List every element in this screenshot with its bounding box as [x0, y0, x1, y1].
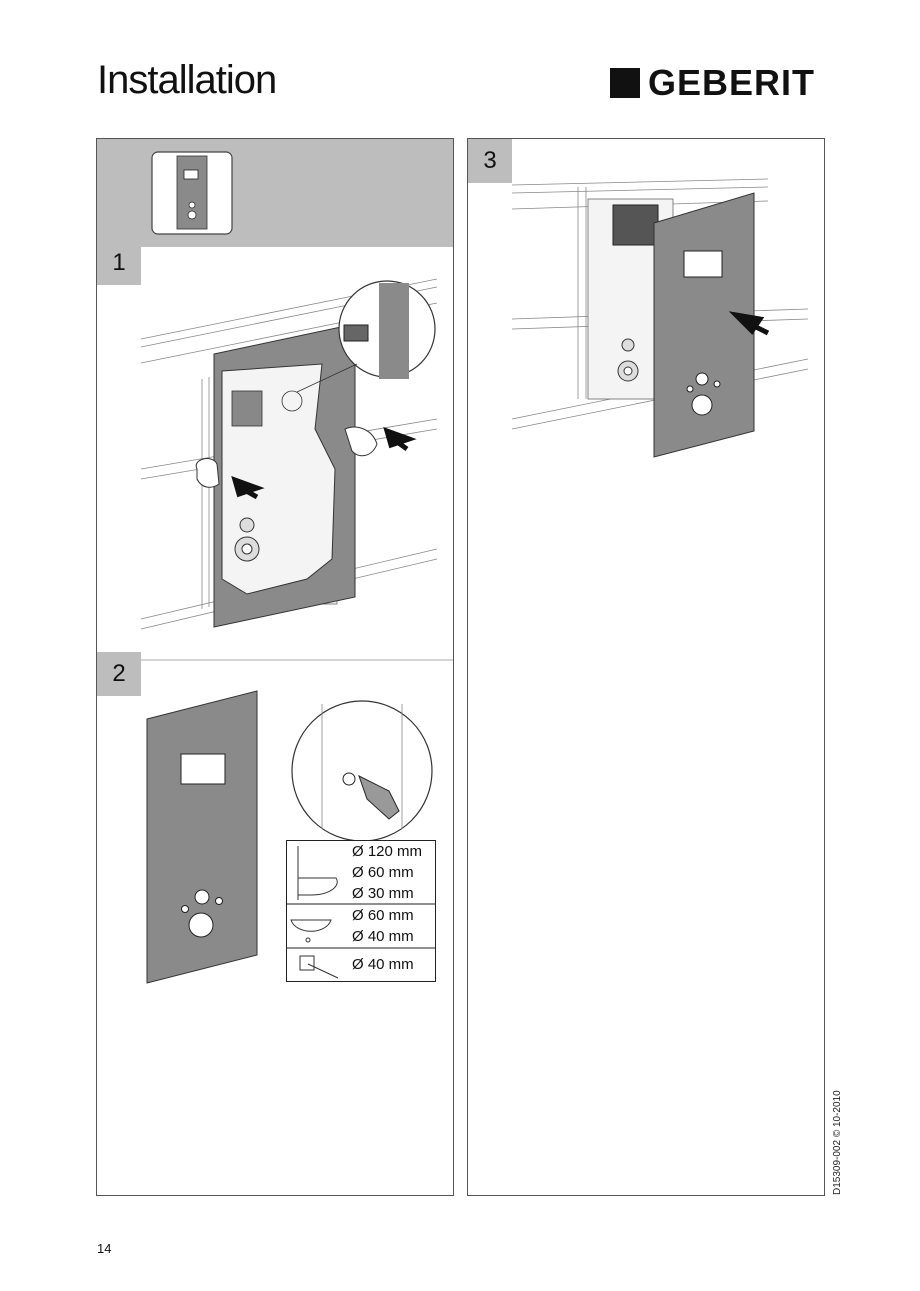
basin-icon: [290, 919, 332, 943]
push-arrow-icon: [231, 475, 265, 500]
wc-diameter-1: Ø 120 mm: [352, 843, 423, 860]
logo-square-icon: [610, 68, 640, 98]
left-instruction-panel: 1 2: [96, 138, 454, 1196]
push-arrow-icon: [383, 426, 417, 452]
step-number-3: 3: [468, 139, 512, 183]
brand-wordmark: GEBERIT: [648, 62, 816, 103]
detail-magnifier: [281, 280, 436, 412]
basin-diameter-2: Ø 40 mm: [352, 928, 414, 945]
wc-icon: [297, 846, 338, 900]
step2-panel: [146, 690, 258, 984]
front-panel: [213, 323, 356, 628]
wall-bracket-icon: [299, 955, 339, 979]
panel-thumbnail-icon: [151, 151, 233, 235]
right-hand: [344, 426, 378, 457]
wc-diameter-2: Ø 60 mm: [352, 864, 414, 881]
right-instruction-panel: 3: [467, 138, 825, 1196]
step-number-2: 2: [97, 652, 141, 696]
mount-diameter: Ø 40 mm: [352, 956, 414, 973]
hole-diameter-table: Ø 120 mm Ø 60 mm Ø 30 mm Ø 60 mm Ø 40 mm…: [286, 840, 436, 982]
page-number: 14: [97, 1241, 112, 1256]
left-hand: [195, 458, 220, 488]
brand-logo: GEBERIT: [610, 62, 816, 103]
basin-diameter-1: Ø 60 mm: [352, 907, 414, 924]
cistern-box: [612, 204, 659, 246]
step3-illustration: [511, 178, 809, 458]
step-number-1: 1: [97, 241, 141, 285]
document-reference: D15309-002 © 10-2010: [832, 1090, 843, 1195]
supply-fitting: [621, 338, 635, 352]
header-band: [97, 139, 453, 247]
left-panel-illustrations: [97, 139, 453, 984]
page-title: Installation: [97, 58, 277, 102]
wc-diameter-3: Ø 30 mm: [352, 885, 414, 902]
push-arrow-icon: [728, 311, 770, 336]
drill-icon: [291, 700, 433, 842]
dimension-table-frame: [286, 840, 436, 982]
front-panel: [653, 192, 755, 458]
